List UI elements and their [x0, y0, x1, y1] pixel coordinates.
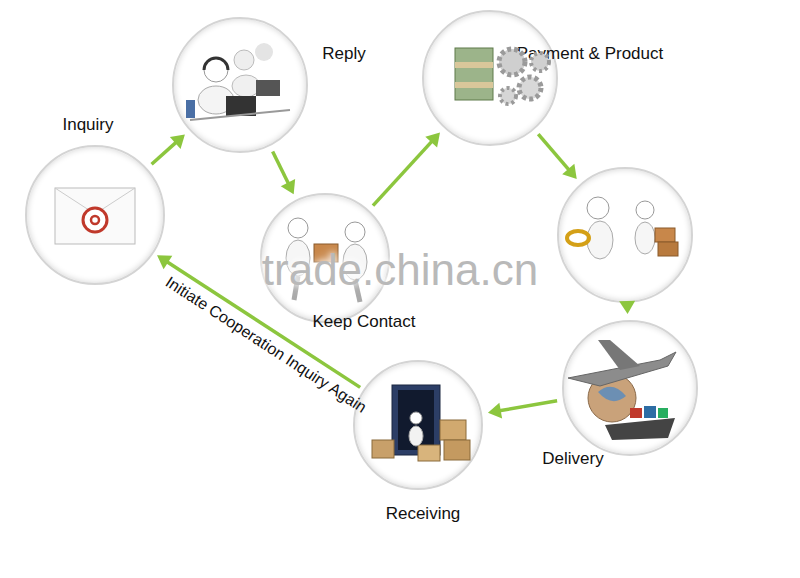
flow-arrow: [373, 133, 440, 206]
step-circle: Receiving: [353, 360, 483, 490]
flow-arrow: [152, 134, 185, 164]
step-circle: [557, 167, 693, 303]
step-circle: Inquiry: [25, 145, 165, 285]
arrow-head: [488, 403, 502, 419]
step-circle: Delivery: [562, 320, 698, 456]
arrow-head: [281, 179, 295, 194]
step-label: Keep Contact: [312, 312, 415, 332]
arrow-shaft: [273, 151, 290, 185]
arrow-head: [157, 255, 172, 269]
arrow-head: [170, 134, 185, 149]
step-label: Inquiry: [62, 115, 113, 135]
flow-arrow: [273, 151, 296, 194]
arrow-head: [562, 164, 577, 179]
step-circle: Reply: [172, 17, 308, 153]
arrow-shaft: [152, 141, 178, 164]
watermark: trade.china.cn: [262, 245, 538, 295]
arrow-head: [425, 133, 440, 148]
arrow-shaft: [498, 401, 557, 411]
arrow-shaft: [373, 140, 433, 206]
arrow-shaft: [538, 134, 570, 171]
flow-arrow: [488, 401, 557, 419]
arrow-shaft: [626, 304, 630, 309]
step-label: Receiving: [386, 504, 461, 524]
step-circle: Payment & Product: [422, 10, 558, 146]
step-label: Payment & Product: [517, 44, 663, 64]
step-label: Delivery: [542, 449, 603, 469]
step-label: Reply: [322, 44, 365, 64]
flow-arrow: [538, 134, 577, 179]
